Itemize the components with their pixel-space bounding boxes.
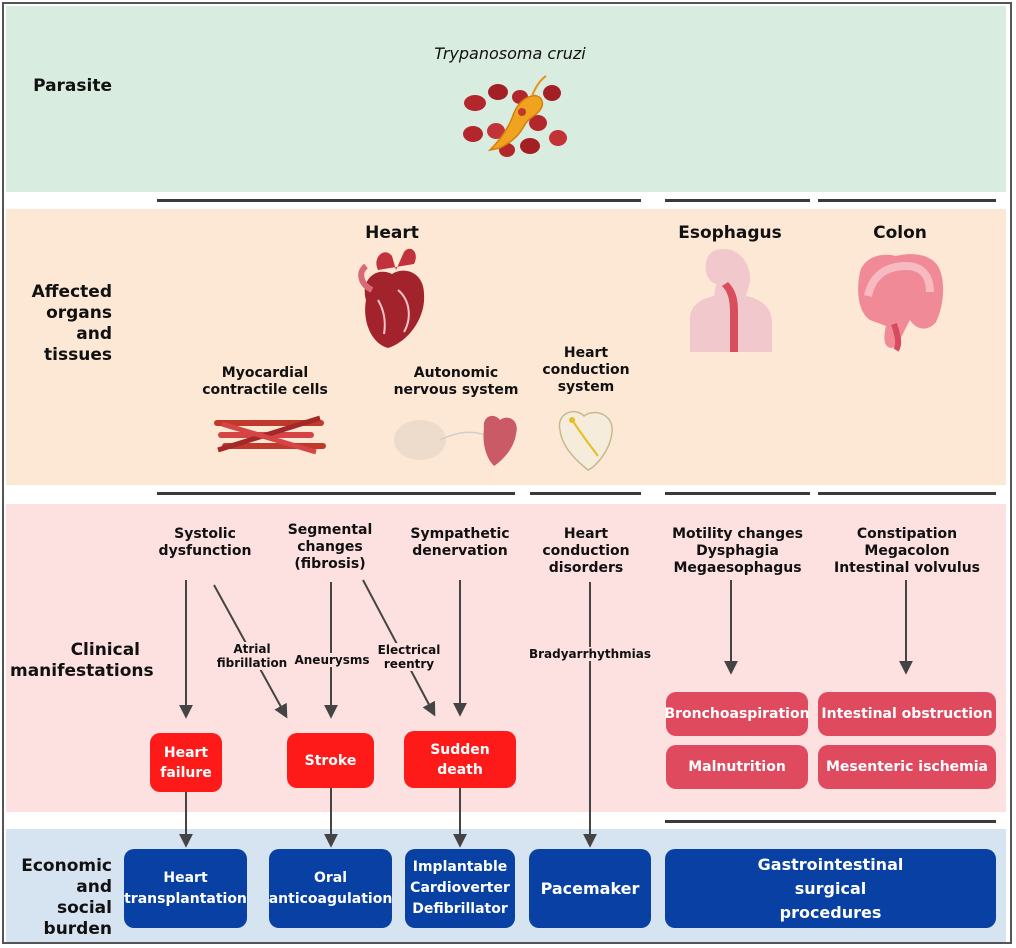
burden-pacemaker: Pacemaker [529, 849, 651, 928]
complication-mesenteric-ischemia: Mesenteric ischemia [818, 745, 996, 789]
row-label-burden: Economic and social burden [21, 856, 112, 939]
divider-esophagus [665, 199, 810, 202]
manifest-esophageal-3: Megaesophagus [673, 560, 802, 576]
complication-bronchoaspiration: Bronchoaspiration [664, 692, 810, 736]
label-electrical-reentry: Electrical reentry [372, 643, 446, 671]
complication-malnutrition: Malnutrition [666, 745, 808, 789]
organ-title-heart: Heart [365, 223, 419, 243]
divider-colon [818, 199, 996, 202]
manifest-systolic: Systolic dysfunction [158, 526, 252, 559]
manifest-colonic-2: Megacolon [864, 543, 950, 559]
manifest-sympathetic: Sympathetic denervation [410, 526, 510, 559]
burden-icd: Implantable Cardioverter Defibrillator [405, 849, 515, 928]
burden-gi-surgery: Gastrointestinal surgical procedures [665, 849, 996, 928]
manifest-conduction: Heart conduction disorders [542, 526, 630, 576]
tissue-myocardial: Myocardial contractile cells [202, 365, 328, 398]
row-label-clinical: Clinical manifestations [10, 640, 154, 681]
organ-band [6, 209, 1006, 485]
manifest-colonic-3: Intestinal volvulus [833, 560, 980, 576]
outcome-stroke: Stroke [287, 733, 374, 788]
tissue-autonomic: Autonomic nervous system [393, 365, 519, 398]
manifest-segmental: Segmental changes (fibrosis) [287, 522, 373, 572]
label-atrial-fibrillation: Atrial fibrillation [214, 642, 290, 670]
organ-title-colon: Colon [873, 223, 927, 243]
tissue-conduction: Heart conduction system [542, 345, 630, 395]
manifest-esophageal-1: Motility changes [672, 526, 803, 542]
manifest-esophageal: Motility changes Dysphagia Megaesophagus [665, 526, 810, 577]
organ-title-esophagus: Esophagus [678, 223, 782, 243]
complication-intestinal-obstruction: Intestinal obstruction [818, 692, 996, 736]
label-bradyarrhythmias: Bradyarrhythmias [528, 647, 652, 661]
row-label-parasite: Parasite [33, 76, 112, 96]
burden-oral-anticoagulation: Oral anticoagulation [269, 849, 392, 928]
parasite-name: Trypanosoma cruzi [434, 44, 586, 63]
manifest-colonic: Constipation Megacolon Intestinal volvul… [818, 526, 996, 577]
divider-conduction-lower [530, 492, 641, 495]
parasite-band [6, 6, 1006, 192]
burden-heart-transplantation: Heart transplantation [124, 849, 247, 928]
label-aneurysms: Aneurysms [294, 653, 370, 667]
divider-colon-lower [818, 492, 996, 495]
row-label-organs: Affected organs and tissues [31, 282, 112, 365]
divider-gi-burden [665, 820, 996, 823]
divider-heart-lower [157, 492, 515, 495]
outcome-sudden-death: Sudden death [404, 731, 516, 788]
manifest-colonic-1: Constipation [856, 526, 958, 542]
divider-esophagus-lower [665, 492, 810, 495]
outcome-heart-failure: Heart failure [150, 733, 222, 792]
divider-heart [157, 199, 641, 202]
manifest-esophageal-2: Dysphagia [696, 543, 779, 559]
